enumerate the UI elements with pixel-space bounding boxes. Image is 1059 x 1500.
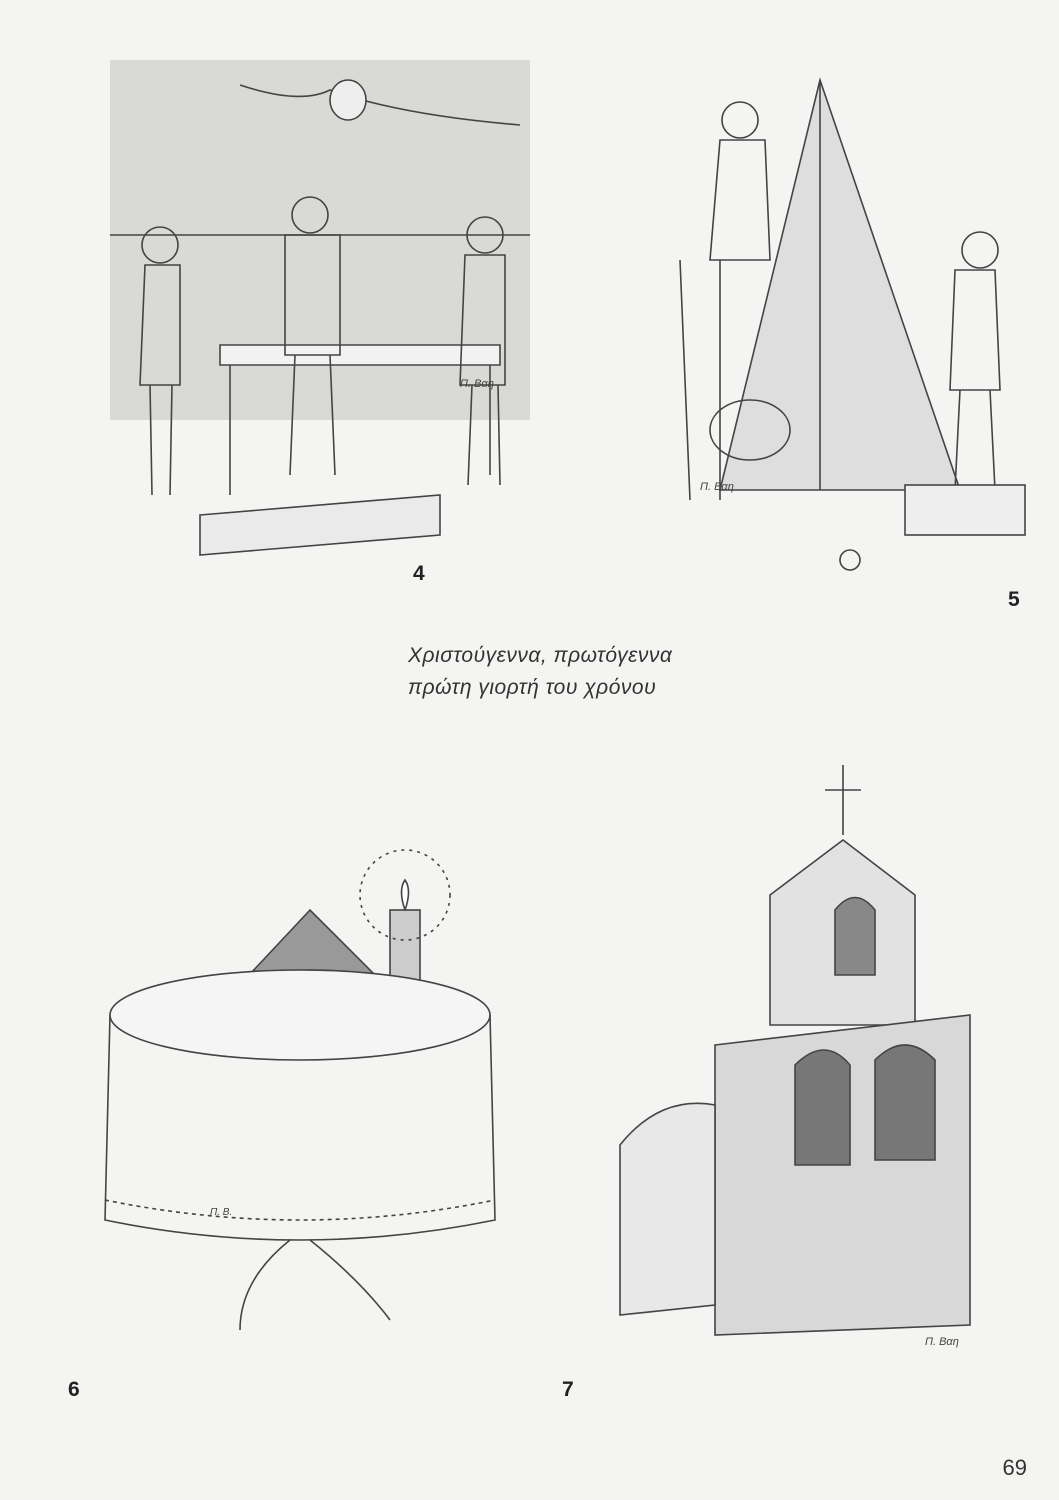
figure-number: 6 <box>68 1378 80 1401</box>
figure-number: 4 <box>413 562 425 585</box>
caption-line-1: Χριστούγεννα, πρωτόγεννα <box>408 644 673 667</box>
figure-number: 7 <box>562 1378 574 1401</box>
illustration-bell-tower: Π. Βαη <box>619 765 971 1348</box>
figure-number: 5 <box>1008 588 1020 611</box>
signature: Π. Βαη <box>700 481 734 493</box>
caption-line-2: πρώτη γιορτή του χρόνου <box>408 676 657 699</box>
illustration-christmas-tree: Π. Βαη <box>679 77 1026 571</box>
signature: Π. Β. <box>210 1207 232 1218</box>
illustration-children-crafting: Π. Βαη <box>110 60 530 556</box>
illustration-table-cookies-candle: Π. Β. <box>104 849 496 1331</box>
signature: Π. Βαη <box>460 378 494 390</box>
caption: Χριστούγεννα, πρωτόγεννα πρώτη γιορτή το… <box>408 640 672 704</box>
page-number: 69 <box>1002 1455 1027 1480</box>
signature: Π. Βαη <box>925 1336 959 1348</box>
